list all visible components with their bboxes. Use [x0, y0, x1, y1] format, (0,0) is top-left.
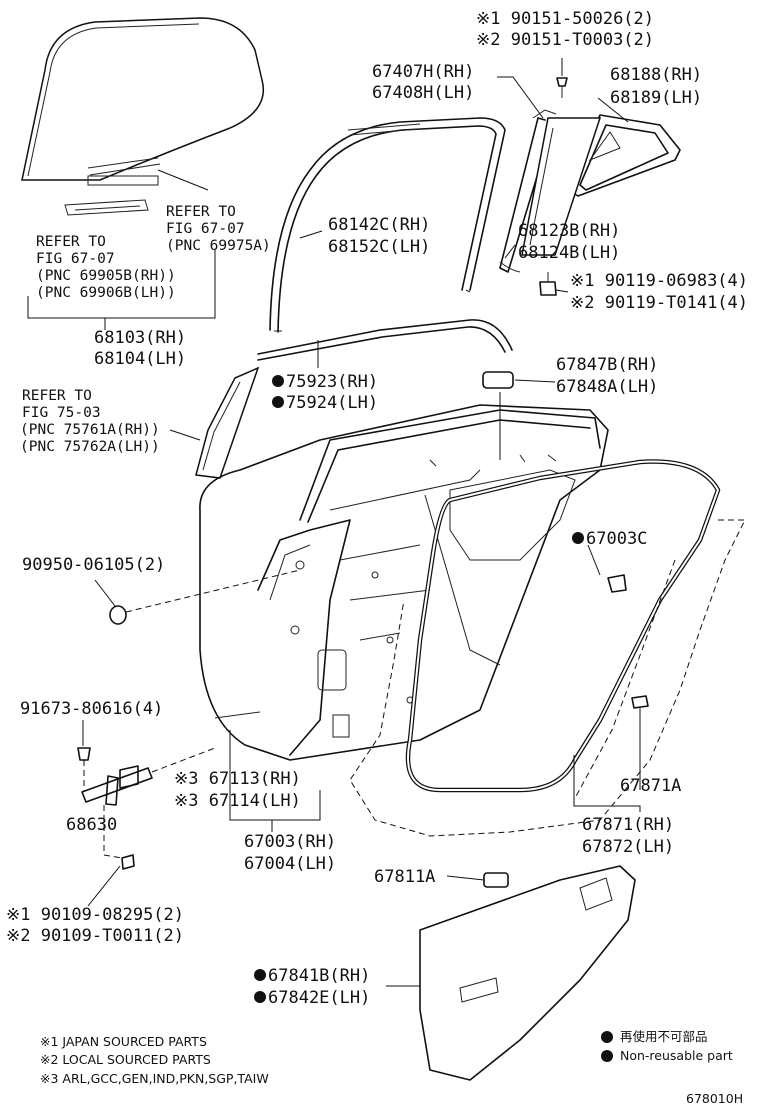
- label-68123b: 68123B(RH): [518, 221, 620, 241]
- label-68124b: 68124B(LH): [518, 243, 620, 263]
- quarter-glass-drawing: [567, 114, 681, 197]
- label-67004: 67004(LH): [244, 854, 336, 874]
- label-67848a: 67848A(LH): [556, 377, 658, 397]
- label-75923: 75923(RH): [286, 372, 378, 392]
- ref-b-line-3: (PNC 69905B(RH)): [36, 268, 176, 284]
- hole-plug-drawing: [109, 569, 301, 625]
- label-67841b: 67841B(RH): [268, 966, 370, 986]
- glass-run-channel-drawing: [269, 117, 506, 333]
- label-68142c: 68142C(RH): [328, 215, 430, 235]
- ref-a-line-1: REFER TO: [166, 204, 236, 220]
- label-67811a: 67811A: [374, 867, 435, 887]
- label-68104: 68104(LH): [94, 349, 186, 369]
- label-68152c: 68152C(LH): [328, 237, 430, 257]
- door-panel-drawing: [199, 404, 609, 761]
- part-labels: ※1 90151-50026(2) ※2 90151-T0003(2) 6740…: [6, 9, 748, 1008]
- label-90119-1: ※1 90119-06983(4): [570, 271, 748, 291]
- reference-notes: REFER TO FIG 67-07 (PNC 69975A) REFER TO…: [20, 204, 271, 455]
- label-90151-2: ※2 90151-T0003(2): [476, 30, 654, 50]
- ref-b-line-1: REFER TO: [36, 234, 106, 250]
- footnote-2: ※2 LOCAL SOURCED PARTS: [40, 1052, 211, 1067]
- label-67871: 67871(RH): [582, 815, 674, 835]
- label-90950: 90950-06105(2): [22, 555, 165, 575]
- legend: 再使用不可部品 Non-reusable part: [601, 1029, 733, 1063]
- label-90151-1: ※1 90151-50026(2): [476, 9, 654, 29]
- ref-c-line-2: FIG 75-03: [22, 405, 101, 421]
- label-67003c: 67003C: [586, 529, 647, 549]
- label-90109-2: ※2 90109-T0011(2): [6, 926, 184, 946]
- legend-dot-jp: [601, 1031, 613, 1043]
- label-90119-2: ※2 90119-T0141(4): [570, 293, 748, 313]
- screw-90151-drawing: [556, 77, 568, 98]
- legend-text-en: Non-reusable part: [620, 1048, 733, 1063]
- label-67871a: 67871A: [620, 776, 681, 796]
- ref-c-line-4: (PNC 75762A(LH)): [20, 439, 160, 455]
- label-67408h: 67408H(LH): [372, 83, 474, 103]
- label-67847b: 67847B(RH): [556, 355, 658, 375]
- label-67872: 67872(LH): [582, 837, 674, 857]
- label-68188: 68188(RH): [610, 65, 702, 85]
- label-75924: 75924(LH): [286, 393, 378, 413]
- belt-moulding-drawing: [257, 319, 513, 361]
- bolt-90119-drawing: [539, 272, 557, 296]
- ref-b-line-2: FIG 67-07: [36, 251, 115, 267]
- footnote-3: ※3 ARL,GCC,GEN,IND,PKN,SGP,TAIW: [40, 1071, 269, 1086]
- label-67407h: 67407H(RH): [372, 62, 474, 82]
- figure-id: 678010H: [686, 1091, 743, 1106]
- label-68189: 68189(LH): [610, 88, 702, 108]
- clip-67003c-drawing: [607, 574, 627, 593]
- label-68630: 68630: [66, 815, 117, 835]
- ref-b-line-4: (PNC 69906B(LH)): [36, 285, 176, 301]
- label-67114: ※3 67114(LH): [174, 791, 301, 811]
- pad-67811a-drawing: [483, 872, 509, 888]
- non-reusable-dot-67842e: [254, 991, 266, 1003]
- label-91673: 91673-80616(4): [20, 699, 163, 719]
- ref-a-line-2: FIG 67-07: [166, 221, 245, 237]
- legend-dot-en: [601, 1050, 613, 1062]
- legend-text-jp: 再使用不可部品: [620, 1029, 708, 1044]
- non-reusable-dot-75923: [272, 375, 284, 387]
- ref-a-line-3: (PNC 69975A): [166, 238, 271, 254]
- door-glass-drawing: [21, 17, 264, 216]
- non-reusable-dot-75924: [272, 396, 284, 408]
- leader-lines: [27, 58, 641, 987]
- ref-c-line-1: REFER TO: [22, 388, 92, 404]
- label-67113: ※3 67113(RH): [174, 769, 301, 789]
- footnote-1: ※1 JAPAN SOURCED PARTS: [40, 1034, 207, 1049]
- footnotes: ※1 JAPAN SOURCED PARTS ※2 LOCAL SOURCED …: [40, 1034, 269, 1086]
- stopper-pad-drawing: [482, 371, 514, 389]
- ref-c-line-3: (PNC 75761A(RH)): [20, 422, 160, 438]
- label-68103: 68103(RH): [94, 328, 186, 348]
- weatherstrip-drawing: [349, 459, 746, 837]
- door-check-drawing: [77, 747, 216, 870]
- label-67003: 67003(RH): [244, 832, 336, 852]
- non-reusable-dot-67841b: [254, 969, 266, 981]
- pillar-garnish-drawing: [195, 366, 260, 479]
- service-cover-drawing: [419, 865, 636, 1081]
- label-67842e: 67842E(LH): [268, 988, 370, 1008]
- label-90109-1: ※1 90109-08295(2): [6, 905, 184, 925]
- quarter-seal-drawing: [521, 117, 602, 256]
- non-reusable-dot-67003c: [572, 532, 584, 544]
